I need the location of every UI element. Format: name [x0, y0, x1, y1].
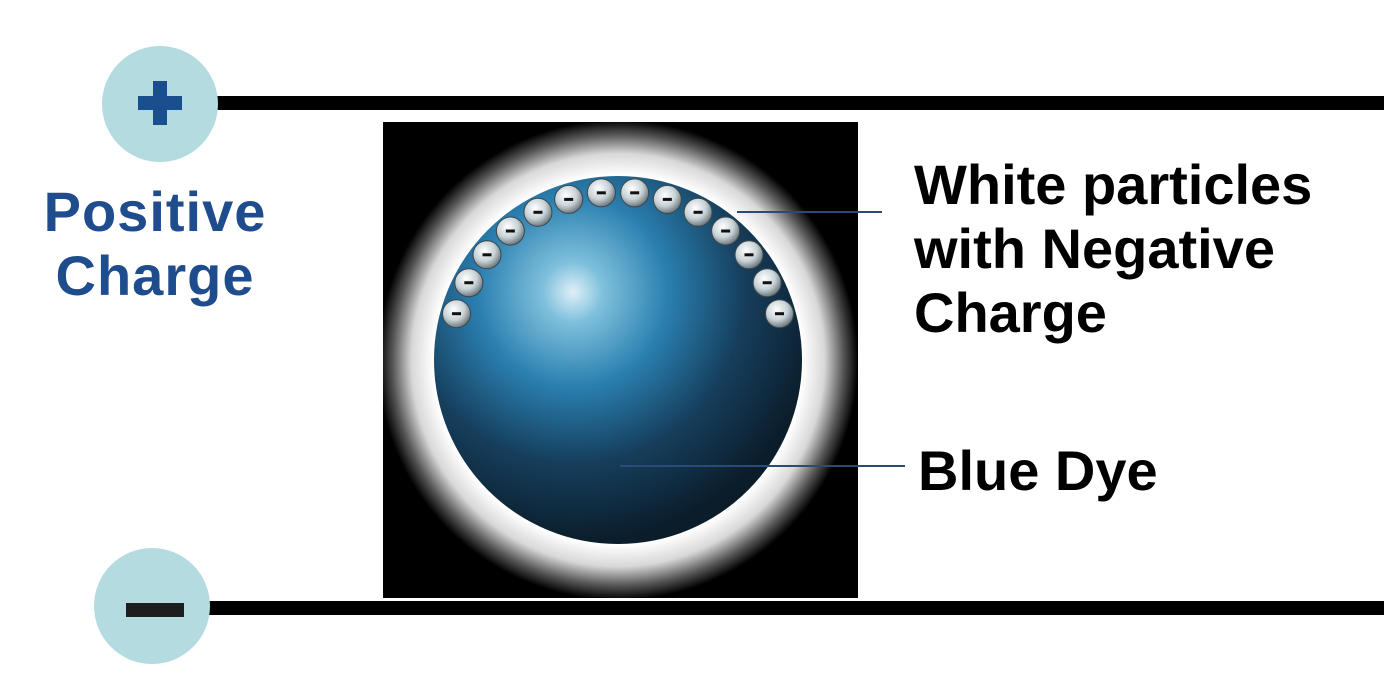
negative-charge-bead	[684, 198, 712, 226]
negative-electrode-wire	[200, 601, 1384, 615]
minus-icon	[533, 211, 542, 214]
negative-charge-bead	[524, 198, 552, 226]
negative-charge-bead	[496, 217, 524, 245]
negative-charge-bead	[735, 241, 763, 269]
white-particles-line-1: White particles	[914, 153, 1312, 217]
blue-dye-sphere	[434, 176, 802, 544]
minus-icon	[721, 230, 730, 233]
negative-charge-bead	[473, 241, 501, 269]
negative-charge-bead	[455, 269, 483, 297]
minus-icon	[506, 230, 515, 233]
white-particles-line-2: with Negative	[914, 217, 1312, 281]
minus-icon	[763, 281, 772, 284]
blue-dye-label: Blue Dye	[918, 439, 1158, 503]
minus-icon	[452, 312, 461, 315]
minus-icon	[597, 191, 606, 194]
negative-charge-bead	[443, 300, 471, 328]
positive-charge-label: Positive Charge	[20, 180, 290, 308]
particle-illustration	[383, 122, 858, 598]
positive-charge-label-line-1: Positive	[20, 180, 290, 244]
negative-charge-bead	[555, 185, 583, 213]
negative-charge-bead	[765, 300, 793, 328]
minus-icon	[663, 198, 672, 201]
negative-charge-bead	[621, 179, 649, 207]
positive-charge-label-line-2: Charge	[20, 244, 290, 308]
positive-electrode	[102, 46, 218, 162]
minus-icon	[464, 281, 473, 284]
negative-charge-bead	[712, 217, 740, 245]
minus-icon	[483, 253, 492, 256]
positive-electrode-wire	[200, 96, 1384, 110]
minus-icon	[744, 253, 753, 256]
white-particles-line-3: Charge	[914, 281, 1312, 345]
negative-electrode	[94, 548, 210, 664]
minus-icon	[630, 191, 639, 194]
negative-charge-bead	[587, 179, 615, 207]
negative-charge-bead	[753, 269, 781, 297]
white-particles-label: White particles with Negative Charge	[914, 153, 1312, 345]
minus-icon	[775, 312, 784, 315]
minus-icon	[564, 198, 573, 201]
negative-charge-bead	[653, 185, 681, 213]
minus-icon	[694, 211, 703, 214]
